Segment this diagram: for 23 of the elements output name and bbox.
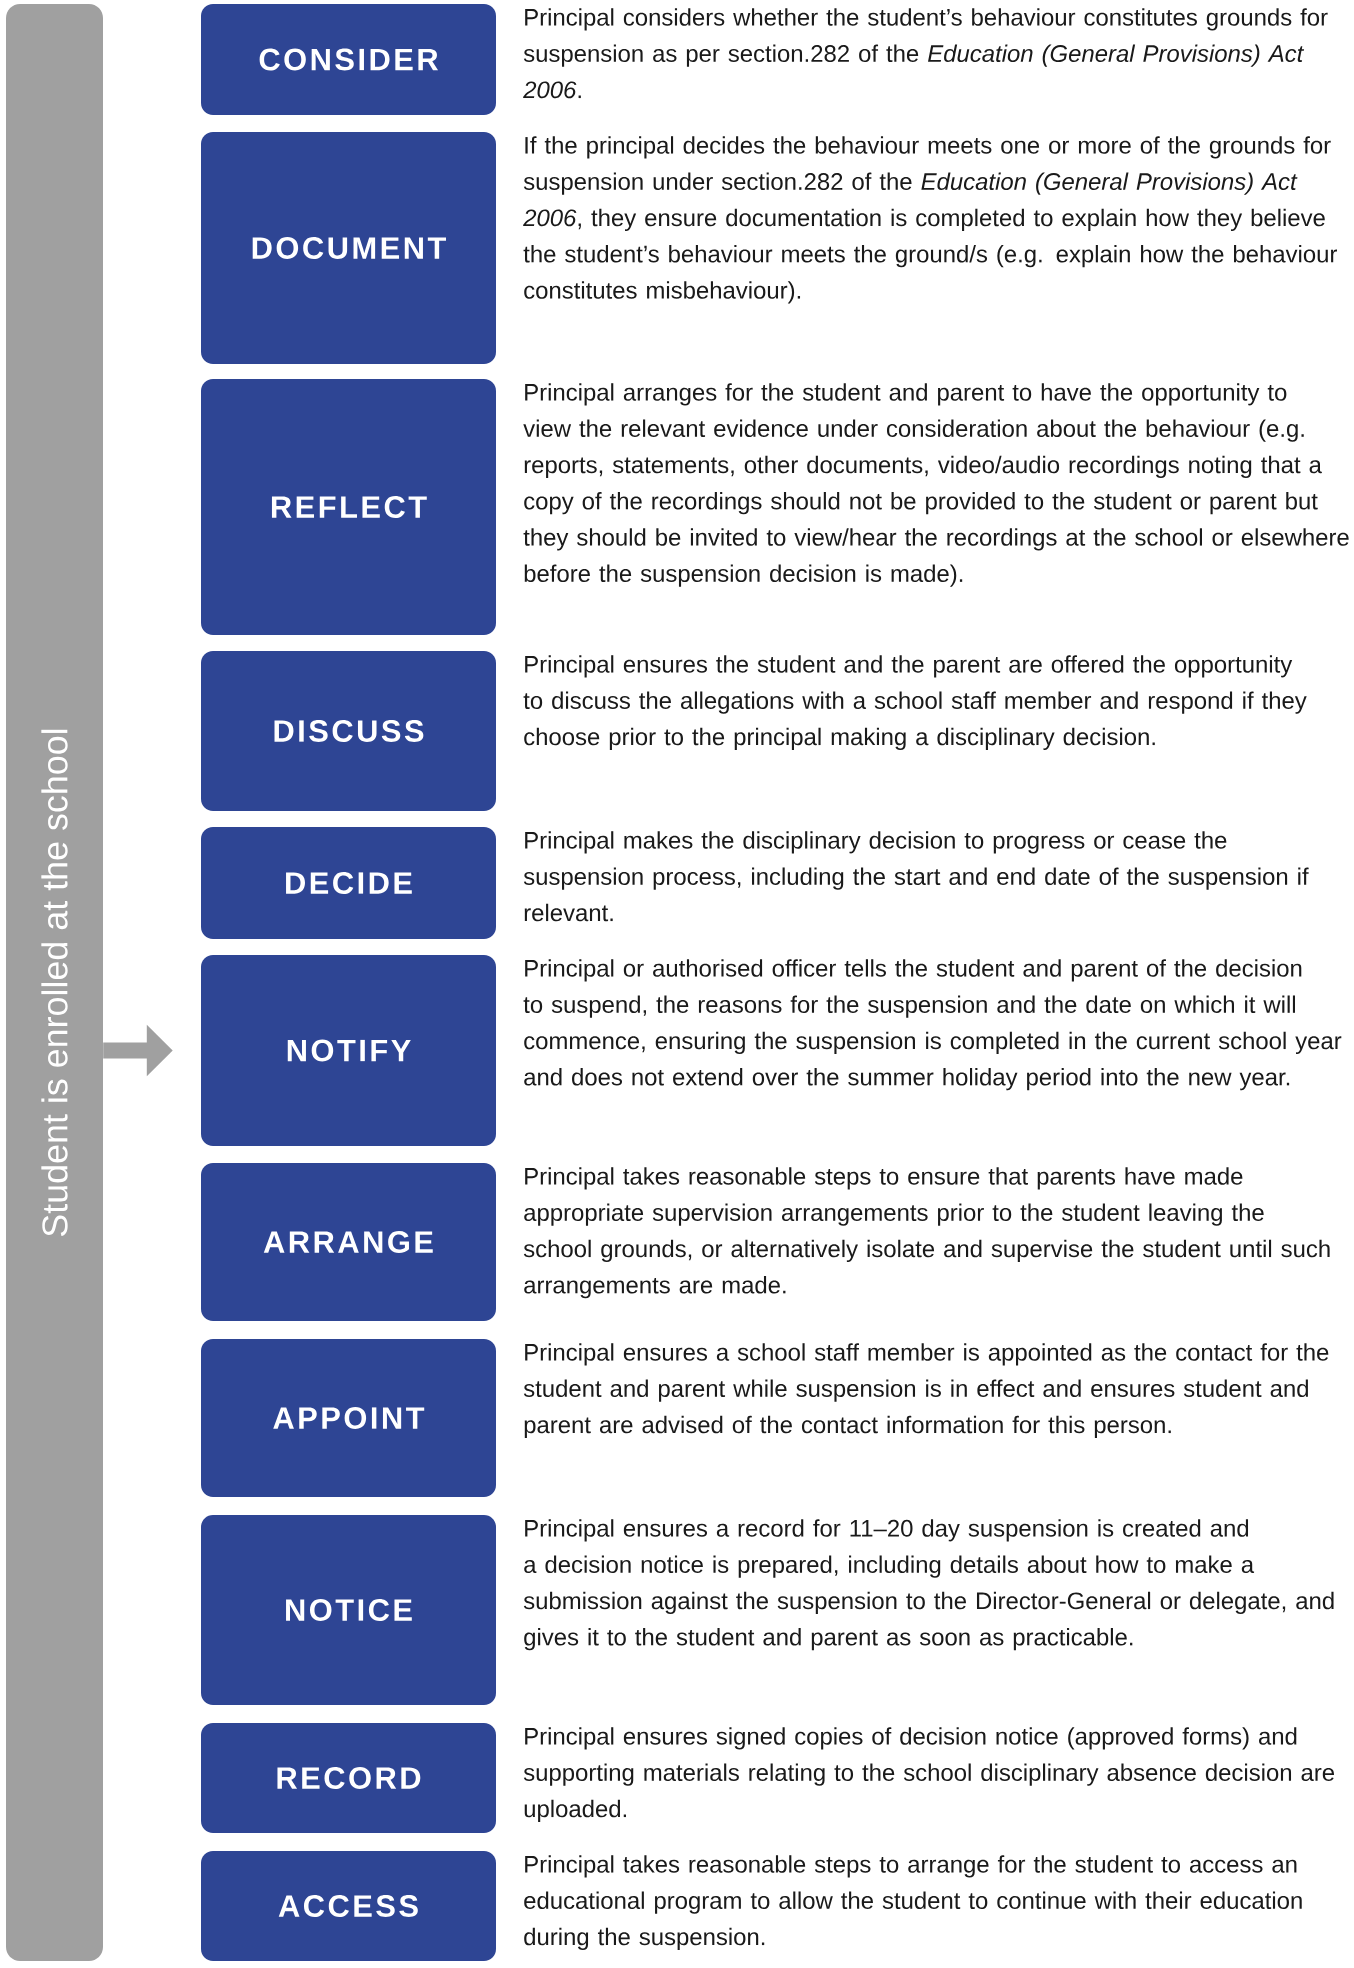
step-description: Principal ensures signed copies of decision notice (approved forms) and supporting materials relating to the school disciplinary absence decision are uploaded. [523, 1727, 1334, 1823]
step-description: If the principal decides the behaviour meets one or more of the grounds for suspension under section.282 of the Education (General Provisions) Act 2006, they ensure documentation is completed to explain how they believe the student’s behaviour meets the ground/s (e.g. explain how the behaviour constitutes misbehaviour). [523, 136, 1337, 304]
step-description: Principal considers whether the student’s behaviour constitutes grounds for suspension as per section.282 of the Education (General Provisions) Act 2006. [523, 8, 1328, 99]
step-description: Principal ensures a record for 11–20 day suspension is created and a decision notice is prepared, including details about how to make a submission against the suspension to the Director-General or delegate, and gives it to the student and parent as soon as practicable. [523, 1519, 1334, 1651]
step-box: NOTIFY [201, 955, 496, 1146]
step-description: Principal or authorised officer tells the student and parent of the decision to suspend, the reasons for the suspension and the date on which it will commence, ensuring the suspension is completed in the current school year and does not extend over the summer holiday period into the new year. [523, 959, 1342, 1091]
step-box: DISCUSS [201, 651, 496, 811]
step-box: RECORD [201, 1723, 496, 1833]
step-description: Principal ensures a school staff member is appointed as the contact for the student and parent while suspension is in effect and ensures student and parent are advised of the contact information for this person. [523, 1343, 1329, 1439]
step-box: CONSIDER [201, 4, 496, 115]
step-box: ARRANGE [201, 1163, 496, 1321]
step-box: NOTICE [201, 1515, 496, 1705]
step-description: Principal takes reasonable steps to ensure that parents have made appropriate supervision arrangements prior to the student leaving the school grounds, or alternatively isolate and supervise the student until such arrangements are made. [523, 1167, 1330, 1299]
step-box: DECIDE [201, 827, 496, 939]
step-box: DOCUMENT [201, 132, 496, 364]
step-description: Principal makes the disciplinary decision to progress or cease the suspension process, including the start and end date of the suspension if relevant. [523, 831, 1309, 922]
step-description: Principal ensures the student and the parent are offered the opportunity to discuss the allegations with a school staff member and respond if they choose prior to the principal making a disciplinary decision. [523, 655, 1307, 751]
timeline-bar: Student is enrolled at the school [6, 4, 103, 1962]
step-box: APPOINT [201, 1339, 496, 1497]
step-description: Principal arranges for the student and parent to have the opportunity to view the relevant evidence under consideration about the behaviour (e.g. reports, statements, other documents, video/audio recordings noting that a copy of the recordings should not be provided to the student or parent but they should be invited to view/hear the recordings at the school or elsewhere before the suspension decision is made). [523, 383, 1349, 587]
step-box: REFLECT [201, 379, 496, 635]
step-description: Principal takes reasonable steps to arrange for the student to access an educational program to allow the student to continue with their education during the suspension. [524, 1855, 1302, 1951]
step-box: ACCESS [201, 1851, 496, 1961]
